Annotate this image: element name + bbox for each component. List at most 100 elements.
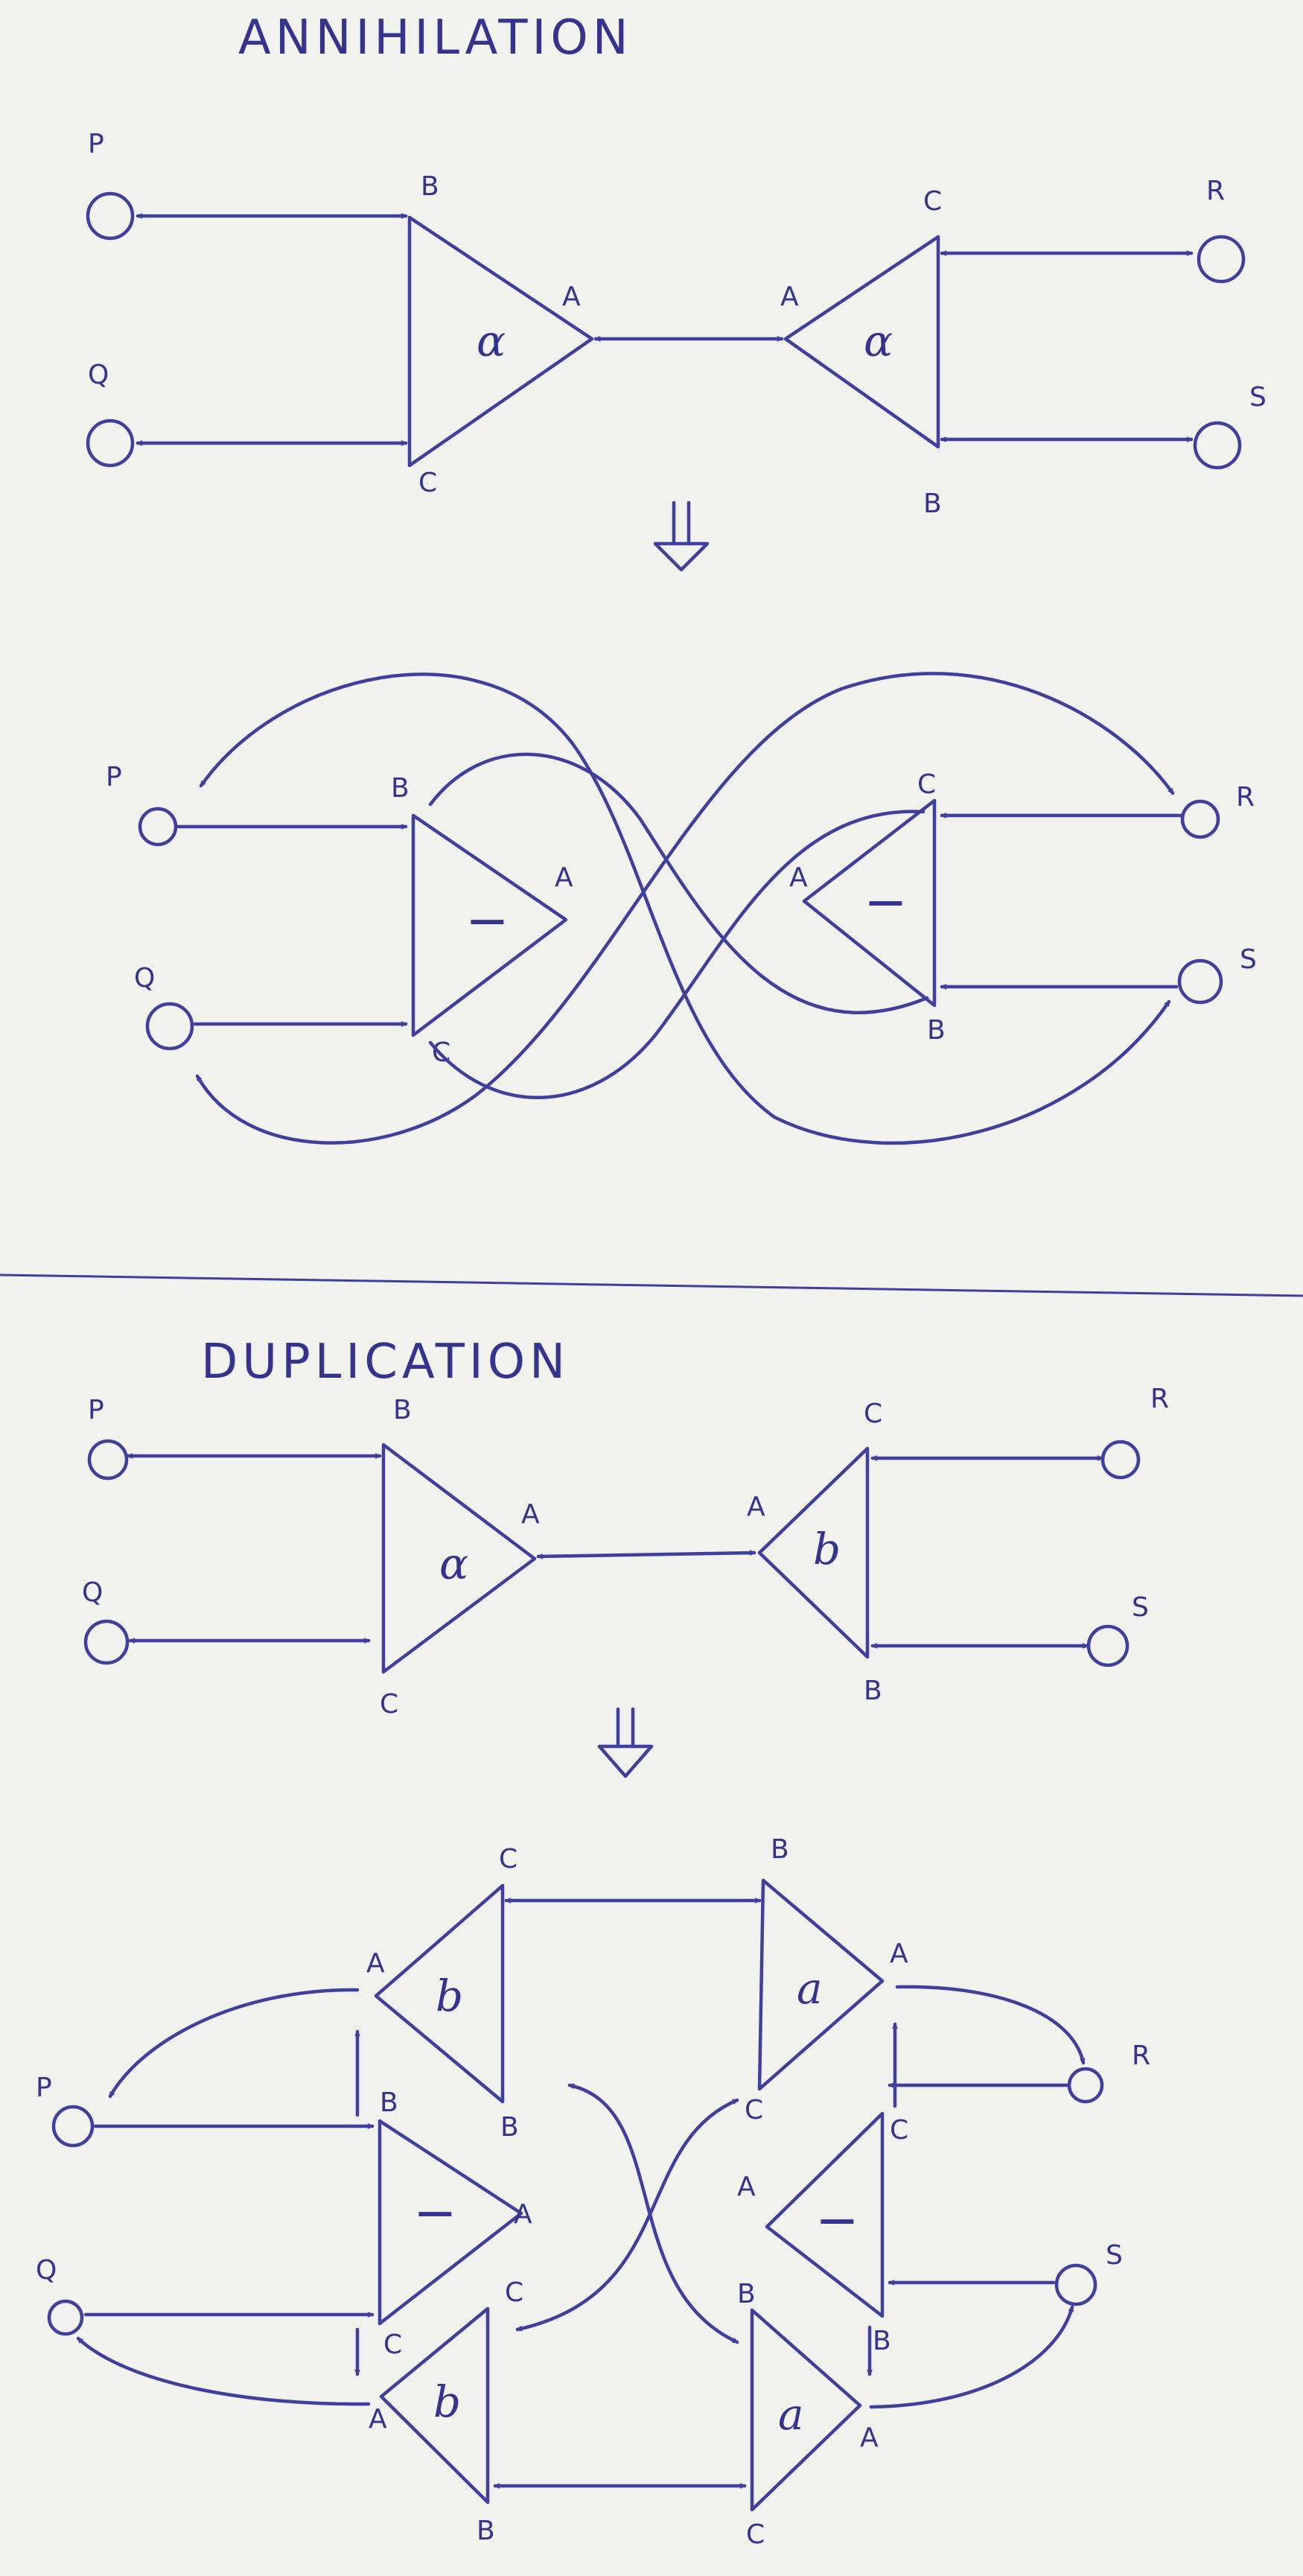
port-a-label: A (860, 2423, 879, 2453)
port-b-label: B (380, 2087, 398, 2118)
free-port-s-circle (1177, 958, 1223, 1005)
free-port-p-label: P (88, 129, 104, 159)
reduces-to-arrow (597, 1707, 654, 1778)
port-c-label: C (380, 1689, 398, 1720)
port-c-label: C (418, 468, 437, 498)
free-port-r-circle (1197, 235, 1246, 284)
port-c-label: C (890, 2115, 908, 2146)
port-b-label: B (923, 489, 942, 519)
crossed-wire-q-r (195, 672, 1175, 1145)
alpha-cell-left-symbol: α (477, 316, 506, 366)
free-port-p-circle (86, 191, 135, 241)
free-port-p-label: P (88, 1395, 104, 1425)
port-a-label: A (890, 1939, 908, 1969)
port-b-label: B (737, 2279, 756, 2309)
wire-active-pair (536, 1553, 756, 1556)
port-a-label: A (747, 1492, 765, 1522)
free-port-s-label: S (1132, 1592, 1149, 1623)
port-a-label: A (366, 1948, 385, 1979)
port-b-label: B (477, 2516, 495, 2546)
port-b-label: B (500, 2112, 519, 2143)
crossed-wire-b-b (428, 752, 929, 1014)
dual-cell-right (765, 2111, 885, 2318)
free-port-s-circle (1193, 421, 1242, 470)
free-port-r-circle (1180, 799, 1220, 839)
free-port-s-label: S (1249, 382, 1267, 413)
section-divider (0, 1273, 1303, 1297)
free-port-p-circle (51, 2105, 95, 2148)
free-port-r-label: R (1150, 1384, 1169, 1414)
free-port-q-label: Q (134, 963, 155, 993)
port-b-label: B (771, 1834, 789, 1865)
free-port-s-circle (1054, 2263, 1097, 2306)
b-copy-bottom-symbol: b (433, 2376, 461, 2427)
port-a-label: A (369, 2404, 387, 2435)
port-a-label: A (789, 862, 808, 893)
wire-a-principal-to-r (895, 1985, 1083, 2065)
free-port-q-circle (47, 2299, 84, 2336)
a-copy-bottom-symbol: a (778, 2389, 804, 2440)
port-c-label: C (917, 769, 936, 800)
free-port-q-circle (86, 419, 135, 468)
free-port-q-label: Q (36, 2255, 57, 2286)
a-copy-top (757, 1878, 885, 2091)
dual-cell-left (377, 2119, 523, 2326)
alpha-cell-left (407, 215, 594, 468)
free-port-r-label: R (1206, 176, 1225, 206)
port-b-label: B (864, 1676, 882, 1706)
port-b-label: B (927, 1015, 946, 1046)
duplication-title: DUPLICATION (201, 1335, 570, 1390)
port-a-label: A (737, 2172, 756, 2202)
wire-b-principal-to-p (108, 1988, 360, 2099)
crossed-wire-p-s (199, 672, 1171, 1145)
a-copy-top-symbol: a (797, 1963, 823, 2014)
annihilation-title: ANNIHILATION (238, 10, 633, 66)
duplication-section: DUPLICATION P Q R S α B A C b A C B (36, 1335, 1169, 2550)
port-a-label: A (521, 1499, 540, 1530)
b-copy-bottom (379, 2306, 490, 2505)
a-cell-left (381, 1443, 537, 1674)
wire-b-principal-to-q (76, 2336, 371, 2406)
cross-wire-c-to-c (515, 2098, 739, 2329)
port-b-label: B (421, 171, 439, 202)
alpha-cell-right (783, 235, 940, 449)
annihilation-section: ANNIHILATION P Q R S α B A C α A C B (86, 10, 1267, 1145)
free-port-r-label: R (1132, 2041, 1150, 2071)
a-copy-bottom (750, 2308, 862, 2512)
port-a-label: A (780, 282, 799, 312)
duplication-rule-before: P Q R S α B A C b A C B (82, 1384, 1169, 1720)
free-port-s-label: S (1106, 2240, 1123, 2271)
port-a-label: A (562, 282, 581, 312)
port-c-label: C (505, 2277, 523, 2308)
free-port-r-circle (1067, 2067, 1104, 2104)
free-port-q-circle (145, 1002, 194, 1051)
wire-a-principal-to-s (869, 2305, 1072, 2409)
cross-wire-b-to-b (567, 2085, 739, 2344)
b-copy-top-symbol: b (436, 1971, 463, 2021)
port-b-label: B (391, 773, 410, 804)
free-port-q-circle (83, 1619, 130, 1665)
dual-cell-right-symbol: − (864, 871, 908, 932)
port-c-label: C (499, 1844, 517, 1874)
port-b-label: B (873, 2326, 891, 2356)
annihilation-rule-after: P Q R S − B A C − A C B (106, 672, 1257, 1145)
port-b-label: B (393, 1395, 412, 1425)
crossed-wire-c-c (428, 810, 926, 1099)
port-c-label: C (745, 2095, 763, 2125)
free-port-q-label: Q (88, 360, 109, 390)
free-port-q-label: Q (82, 1577, 103, 1608)
free-port-p-label: P (106, 762, 122, 792)
dual-cell-left-symbol: − (413, 2182, 457, 2243)
a-cell-left-symbol: α (439, 1539, 468, 1589)
free-port-p-circle (138, 807, 178, 847)
free-port-p-label: P (36, 2073, 52, 2103)
annihilation-rule-before: P Q R S α B A C α A C B (86, 129, 1267, 519)
port-c-label: C (746, 2519, 765, 2550)
b-cell-right-symbol: b (813, 1524, 841, 1574)
b-cell-right (757, 1446, 870, 1659)
free-port-r-label: R (1236, 782, 1255, 812)
alpha-cell-right-symbol: α (864, 316, 893, 366)
dual-cell-right-symbol: − (815, 2189, 859, 2251)
free-port-p-circle (87, 1439, 129, 1481)
